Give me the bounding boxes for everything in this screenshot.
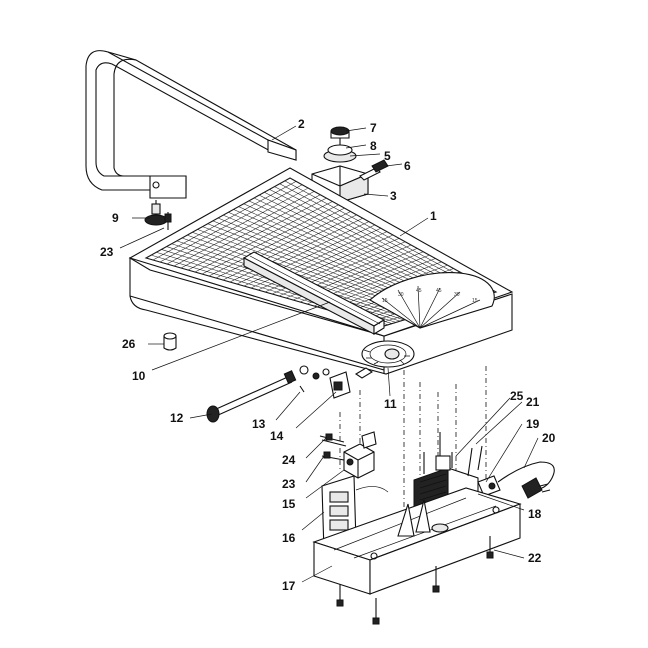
callout-19: 19: [526, 417, 540, 431]
callout-25: 25: [510, 389, 524, 403]
grid-line: [201, 204, 339, 275]
grid-line: [222, 214, 357, 281]
callout-9: 9: [112, 211, 119, 225]
protractor-mark: 15: [472, 298, 478, 304]
callout-22: 22: [528, 551, 542, 565]
grid-line: [159, 184, 303, 263]
protractor-mark: 30: [398, 292, 404, 298]
grid-line: [194, 201, 333, 273]
callout-12: 12: [170, 411, 184, 425]
c-frame-arm: [85, 50, 297, 199]
callout-3: 3: [390, 189, 397, 203]
callout-26: 26: [122, 337, 136, 351]
callout-6: 6: [404, 159, 411, 173]
callout-10: 10: [132, 369, 146, 383]
angle-protractor: 15 30 45 45 30 15: [369, 272, 495, 329]
callout-14: 14: [270, 429, 284, 443]
callout-21: 21: [526, 395, 540, 409]
switch-block: [319, 431, 377, 479]
callout-23-lower: 23: [282, 477, 296, 491]
grid-line: [173, 191, 315, 267]
clamp-knob-assembly: [144, 200, 172, 230]
callout-8: 8: [370, 139, 377, 153]
callout-24: 24: [282, 453, 296, 467]
callout-7: 7: [370, 121, 377, 135]
protractor-mark: 30: [454, 292, 460, 298]
grid-line: [145, 177, 291, 259]
tilt-dial: [354, 340, 415, 379]
callout-23-upper: 23: [100, 245, 114, 259]
protractor-mark: 15: [382, 298, 388, 304]
callout-11: 11: [384, 397, 397, 411]
rip-fence: [242, 251, 386, 335]
protractor-mark: 45: [436, 288, 442, 294]
grid-line: [180, 194, 321, 269]
saw-table: [128, 167, 514, 375]
drive-shaft: [206, 370, 297, 423]
callout-20: 20: [542, 431, 556, 445]
callout-16: 16: [282, 531, 296, 545]
rubber-foot: [163, 332, 177, 351]
callout-5: 5: [384, 149, 391, 163]
callout-17: 17: [282, 579, 296, 593]
base-screws: [336, 536, 494, 625]
callout-labels: 1 2 3 5 6 7 8 9 10 11 12 13 14 15 16 17 …: [100, 117, 556, 593]
grid-line: [166, 187, 309, 265]
leader-lines: [119, 125, 539, 583]
grid-line: [187, 197, 327, 271]
callout-18: 18: [528, 507, 542, 521]
callout-2: 2: [298, 117, 305, 131]
callout-13: 13: [252, 417, 266, 431]
grid-line: [215, 211, 351, 279]
protractor-mark: 45: [416, 288, 422, 294]
front-controls: [299, 365, 351, 399]
bottom-cover: [312, 487, 522, 595]
callout-15: 15: [282, 497, 296, 511]
grid-line: [152, 181, 297, 261]
grid-line: [229, 217, 363, 283]
callout-1: 1: [430, 209, 437, 223]
grid-line: [208, 207, 345, 277]
power-cord: [497, 461, 555, 499]
